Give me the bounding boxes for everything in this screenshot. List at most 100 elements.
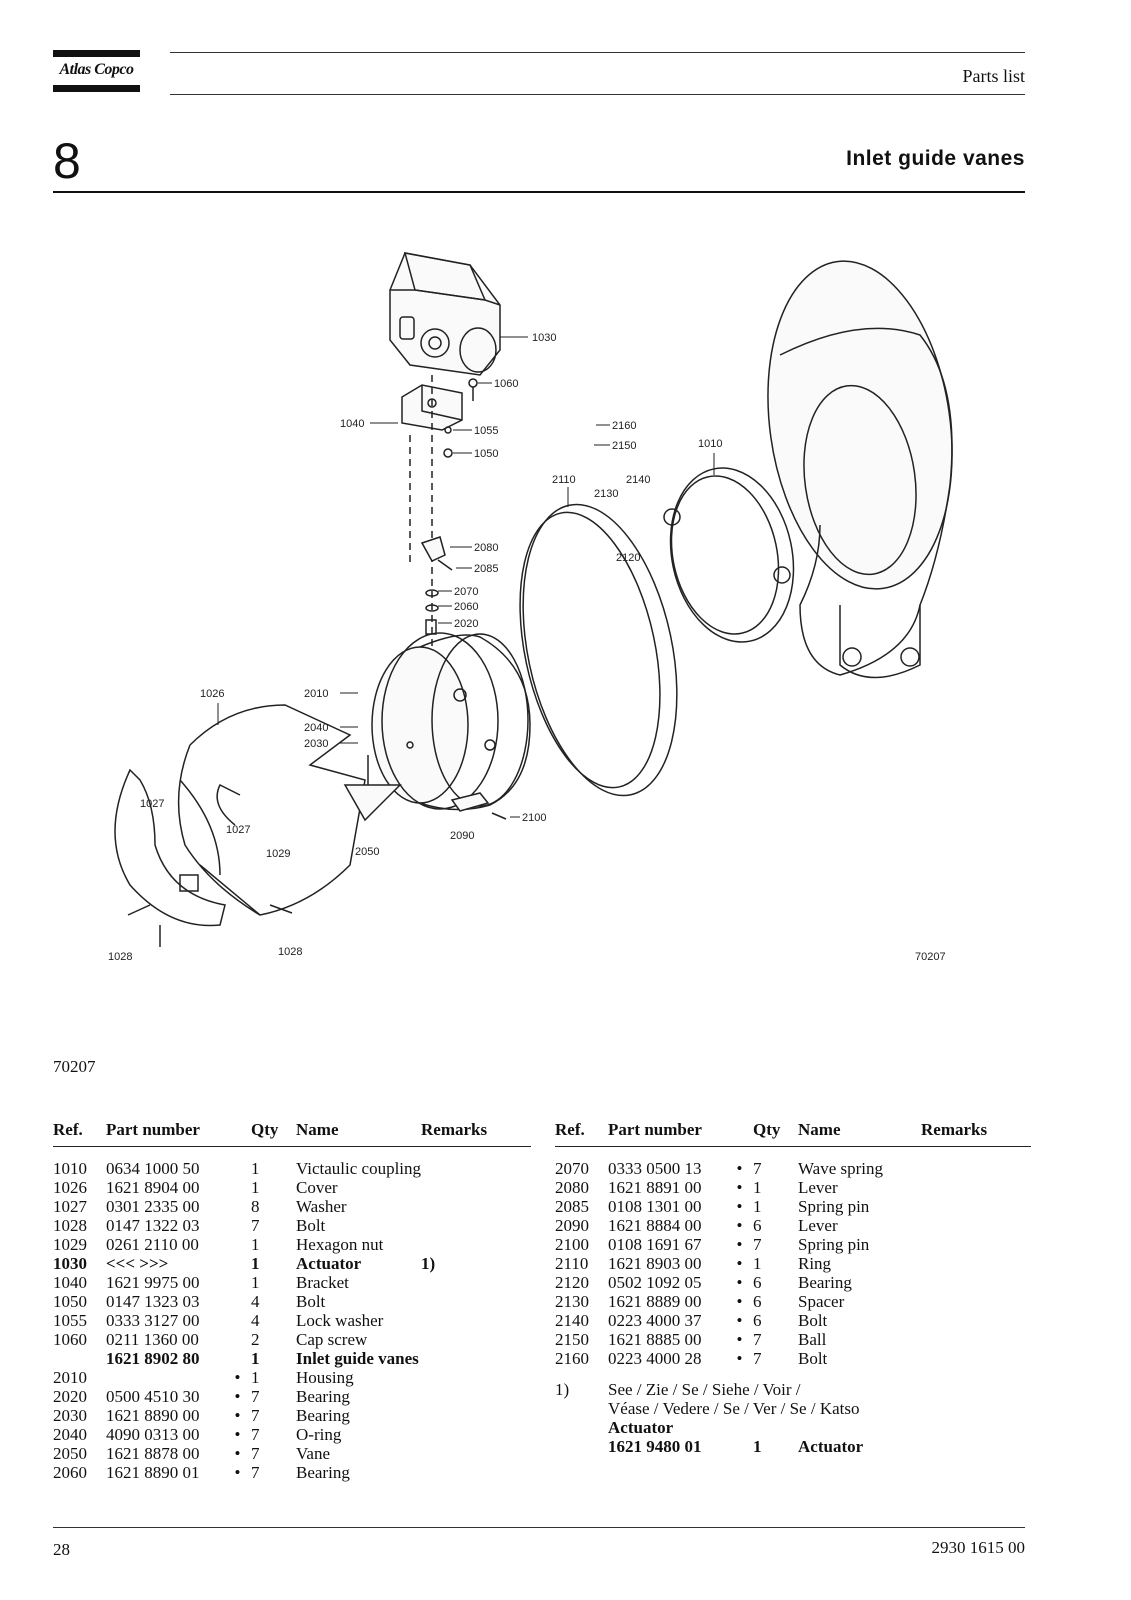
callout-2040: 2040 bbox=[304, 722, 328, 734]
cell-part-number: 1621 8903 00 bbox=[608, 1254, 702, 1273]
logo-bar-bottom bbox=[53, 85, 140, 92]
cell-remarks bbox=[421, 1368, 531, 1387]
footnote: 1) See / Zie / Se / Siehe / Voir / Véase… bbox=[555, 1368, 1031, 1456]
callout-2070: 2070 bbox=[454, 586, 478, 598]
cell-dot bbox=[224, 1311, 251, 1330]
cell-part-number: <<< >>> bbox=[106, 1254, 169, 1273]
chapter-number: 8 bbox=[53, 133, 81, 189]
cell-remarks bbox=[921, 1311, 1031, 1330]
cell-ref: 1027 bbox=[53, 1197, 87, 1216]
cell-name: Bolt bbox=[296, 1292, 326, 1311]
cell-ref: 2030 bbox=[53, 1406, 87, 1425]
cell-ref: 1028 bbox=[53, 1216, 87, 1235]
callout-2085: 2085 bbox=[474, 563, 498, 575]
callout-2110: 2110 bbox=[552, 474, 576, 486]
callout-1029: 1029 bbox=[266, 848, 290, 860]
cell-ref: 2085 bbox=[555, 1197, 589, 1216]
footnote-part-number: 1621 9480 01 bbox=[608, 1437, 702, 1456]
cell-dot bbox=[224, 1273, 251, 1292]
cell-remarks bbox=[421, 1349, 531, 1368]
cell-qty: 8 bbox=[251, 1197, 260, 1216]
cell-qty: 7 bbox=[251, 1216, 260, 1235]
cell-dot bbox=[224, 1254, 251, 1273]
header-dot bbox=[224, 1120, 251, 1147]
callout-1055: 1055 bbox=[474, 425, 498, 437]
cell-remarks bbox=[421, 1311, 531, 1330]
cell-ref bbox=[53, 1349, 106, 1368]
bracket-drawing bbox=[401, 375, 463, 655]
cell-remarks bbox=[921, 1330, 1031, 1349]
cell-part-number: 1621 8890 00 bbox=[106, 1406, 200, 1425]
callout-2150: 2150 bbox=[612, 440, 636, 452]
cell-name: Housing bbox=[296, 1368, 354, 1387]
cell-ref: 1055 bbox=[53, 1311, 87, 1330]
cell-qty: 1 bbox=[753, 1197, 762, 1216]
callout-2020: 2020 bbox=[454, 618, 478, 630]
cell-qty: 1 bbox=[251, 1368, 260, 1387]
cell-dot: • bbox=[736, 1349, 743, 1368]
cell-qty: 7 bbox=[251, 1387, 260, 1406]
cell-remarks bbox=[421, 1178, 531, 1197]
cell-name: Lever bbox=[798, 1178, 838, 1197]
cell-name: Actuator bbox=[296, 1254, 362, 1273]
cell-name: Cover bbox=[296, 1178, 338, 1197]
callout-2140: 2140 bbox=[626, 474, 650, 486]
footnote-item: Actuator bbox=[608, 1418, 674, 1437]
cover-drawing bbox=[177, 704, 366, 916]
cell-part-number: 0223 4000 28 bbox=[608, 1349, 702, 1368]
cell-qty: 1 bbox=[251, 1349, 260, 1368]
cell-qty: 1 bbox=[251, 1159, 260, 1178]
cell-name: Wave spring bbox=[798, 1159, 884, 1178]
callout-2160: 2160 bbox=[612, 420, 636, 432]
callout-1028-a: 1028 bbox=[108, 951, 132, 963]
header-ref: Ref. bbox=[555, 1120, 608, 1147]
callout-1027-a: 1027 bbox=[140, 798, 164, 810]
header-remarks: Remarks bbox=[921, 1120, 1031, 1147]
cell-part-number: 1621 8889 00 bbox=[608, 1292, 702, 1311]
cell-dot: • bbox=[736, 1311, 743, 1330]
cell-ref: 1040 bbox=[53, 1273, 87, 1292]
cell-remarks bbox=[921, 1292, 1031, 1311]
cell-qty: 4 bbox=[251, 1292, 260, 1311]
cell-name: Vane bbox=[296, 1444, 330, 1463]
footer-rule bbox=[53, 1527, 1025, 1528]
cell-ref: 2150 bbox=[555, 1330, 589, 1349]
cell-name: Spring pin bbox=[798, 1235, 870, 1254]
header-name: Name bbox=[798, 1120, 921, 1147]
header-remarks: Remarks bbox=[421, 1120, 532, 1147]
cell-part-number: 0333 0500 13 bbox=[608, 1159, 702, 1178]
cell-ref: 2160 bbox=[555, 1349, 589, 1368]
cell-part-number: 1621 8891 00 bbox=[608, 1178, 702, 1197]
cell-name: Victaulic coupling bbox=[296, 1159, 422, 1178]
cell-remarks bbox=[421, 1216, 531, 1235]
chapter-title: Inlet guide vanes bbox=[846, 147, 1025, 170]
cell-ref: 1026 bbox=[53, 1178, 87, 1197]
cell-qty: 7 bbox=[753, 1349, 762, 1368]
cell-dot bbox=[224, 1349, 251, 1368]
cell-ref: 1029 bbox=[53, 1235, 87, 1254]
cell-ref: 1050 bbox=[53, 1292, 87, 1311]
cell-dot: • bbox=[234, 1463, 241, 1482]
header-part-number: Part number bbox=[106, 1120, 224, 1147]
callout-2100: 2100 bbox=[522, 812, 546, 824]
table-spacer bbox=[555, 1147, 1031, 1160]
footnote-line-4: 1621 9480 01 1 Actuator bbox=[555, 1437, 1031, 1456]
cell-qty: 7 bbox=[251, 1425, 260, 1444]
cell-dot bbox=[224, 1292, 251, 1311]
cell-name: Bolt bbox=[296, 1216, 326, 1235]
cell-ref: 2070 bbox=[555, 1159, 589, 1178]
cell-qty: 1 bbox=[251, 1235, 260, 1254]
cell-name: Ring bbox=[798, 1254, 832, 1273]
cell-part-number: 1621 8885 00 bbox=[608, 1330, 702, 1349]
cell-name: Cap screw bbox=[296, 1330, 368, 1349]
cell-qty: 7 bbox=[251, 1406, 260, 1425]
